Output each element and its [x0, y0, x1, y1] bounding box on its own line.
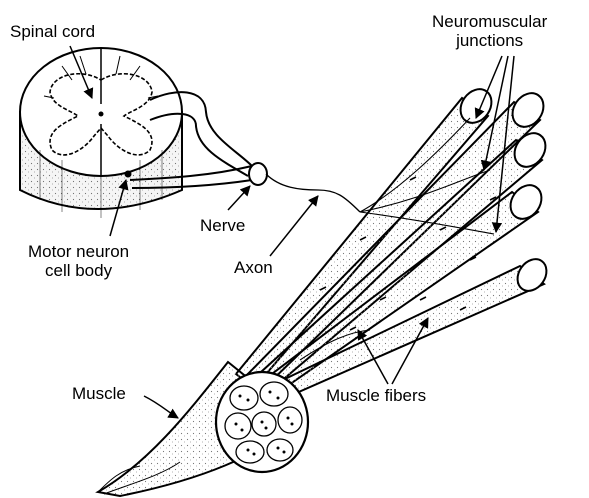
label-nerve: Nerve	[200, 216, 245, 235]
label-neuromuscular-line2: junctions	[432, 31, 547, 50]
label-neuromuscular-line1: Neuromuscular	[432, 12, 547, 31]
muscle-body	[98, 362, 308, 496]
label-motor-neuron-line1: Motor neuron	[28, 242, 129, 261]
label-muscle-fibers: Muscle fibers	[326, 386, 426, 405]
label-axon: Axon	[234, 258, 273, 277]
label-spinal-cord: Spinal cord	[10, 22, 95, 41]
motor-neuron-body	[125, 171, 132, 178]
axon-line	[266, 174, 360, 212]
muscle-fibers	[236, 83, 552, 402]
spinal-cord-section	[20, 48, 252, 218]
label-motor-neuron-line2: cell body	[28, 261, 129, 280]
label-motor-neuron-cell-body: Motor neuron cell body	[28, 242, 129, 280]
label-muscle: Muscle	[72, 384, 126, 403]
label-neuromuscular-junctions: Neuromuscular junctions	[432, 12, 547, 50]
